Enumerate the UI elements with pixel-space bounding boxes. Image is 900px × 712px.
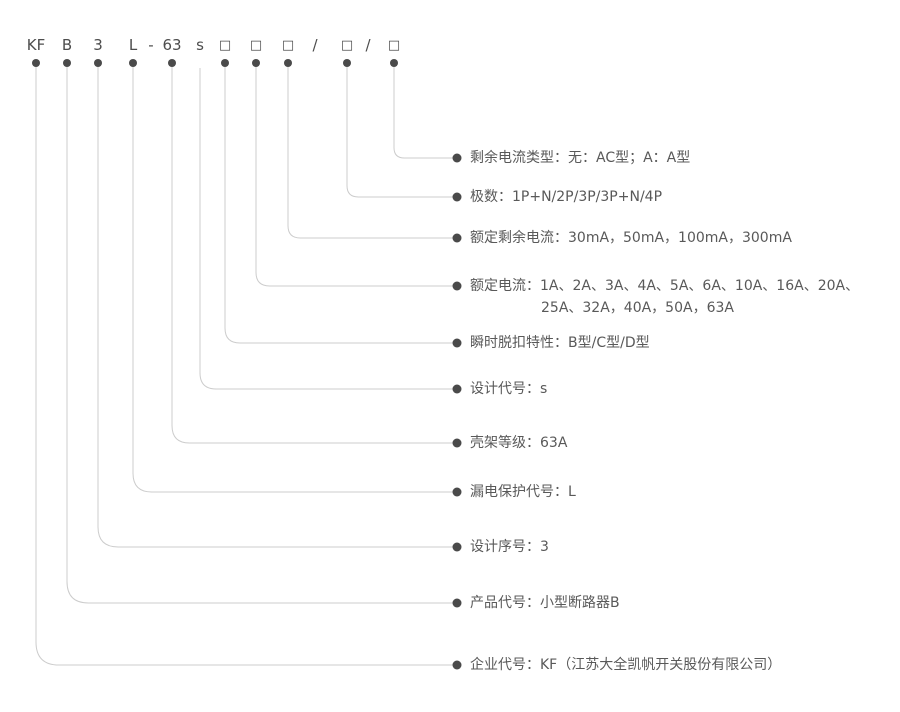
code-part-square-2: □ [249,38,263,53]
code-part-slash-1: / [312,36,318,54]
code-dot [252,59,260,67]
label-product-code: 产品代号：小型断路器B [470,592,620,614]
code-dot [94,59,102,67]
code-part-square-3: □ [281,38,295,53]
connector-line [35,63,453,666]
label-text: 额定剩余电流：30mA，50mA，100mA，300mA [470,230,792,246]
label-text: 企业代号：KF（江苏大全凯帆开关股份有限公司） [470,657,782,673]
label-rated-current: 额定电流：1A、2A、3A、4A、5A、6A、10A、16A、20A、 25A、3… [470,275,859,319]
code-part-slash-2: / [365,36,371,54]
code-dot [168,59,176,67]
label-text: 额定电流：1A、2A、3A、4A、5A、6A、10A、16A、20A、 [470,278,860,294]
code-dot [284,59,292,67]
label-text: 设计序号：3 [470,539,549,555]
code-part-3: 3 [93,36,103,54]
label-bullet [452,281,462,291]
label-frame-rating: 壳架等级：63A [470,432,567,454]
code-dot [390,59,398,67]
label-text: 瞬时脱扣特性：B型/C型/D型 [470,335,650,351]
code-dot [129,59,137,67]
label-bullet [452,338,462,348]
connector-line [199,68,453,390]
connector-line [66,63,453,604]
code-dot [221,59,229,67]
label-residual-current-type: 剩余电流类型：无：AC型；A：A型 [470,147,690,169]
label-trip-characteristic: 瞬时脱扣特性：B型/C型/D型 [470,332,650,354]
label-text: 产品代号：小型断路器B [470,595,620,611]
code-part-63: 63 [162,36,182,54]
connector-line [346,63,453,198]
label-poles: 极数：1P+N/2P/3P/3P+N/4P [470,186,662,208]
label-bullet [452,542,462,552]
code-dot [32,59,40,67]
connector-line [393,63,453,159]
code-part-kf: KF [26,36,46,54]
label-bullet [452,660,462,670]
connector-line [255,63,453,287]
code-dot [343,59,351,67]
code-part-square-1: □ [218,38,232,53]
code-part-hyphen: - [148,36,154,54]
code-part-s: s [196,36,204,54]
label-text: 壳架等级：63A [470,435,568,451]
label-bullet [452,233,462,243]
connector-line [224,63,453,344]
label-design-code: 设计代号：s [470,378,547,400]
label-rated-residual-current: 额定剩余电流：30mA，50mA，100mA，300mA [470,227,792,249]
label-text: 漏电保护代号：L [470,484,576,500]
label-leakage-protection-code: 漏电保护代号：L [470,481,576,503]
code-part-square-4: □ [340,38,354,53]
label-bullet [452,598,462,608]
code-part-b: B [61,36,73,54]
connector-line [132,63,453,493]
label-bullet [452,384,462,394]
label-text: 设计代号：s [470,381,548,397]
connector-line [171,63,453,444]
label-bullet [452,487,462,497]
code-dot [63,59,71,67]
label-bullet [452,438,462,448]
label-company-code: 企业代号：KF（江苏大全凯帆开关股份有限公司） [470,654,781,676]
label-bullet [452,192,462,202]
label-text: 极数：1P+N/2P/3P/3P+N/4P [470,189,663,205]
connector-line [97,63,453,548]
connector-line [287,63,453,239]
label-bullet [452,153,462,163]
label-text-line2: 25A、32A，40A，50A，63A [541,300,734,316]
label-design-serial: 设计序号：3 [470,536,549,558]
code-part-square-5: □ [387,38,401,53]
code-part-l: L [128,36,138,54]
label-text: 剩余电流类型：无：AC型；A：A型 [470,150,691,166]
